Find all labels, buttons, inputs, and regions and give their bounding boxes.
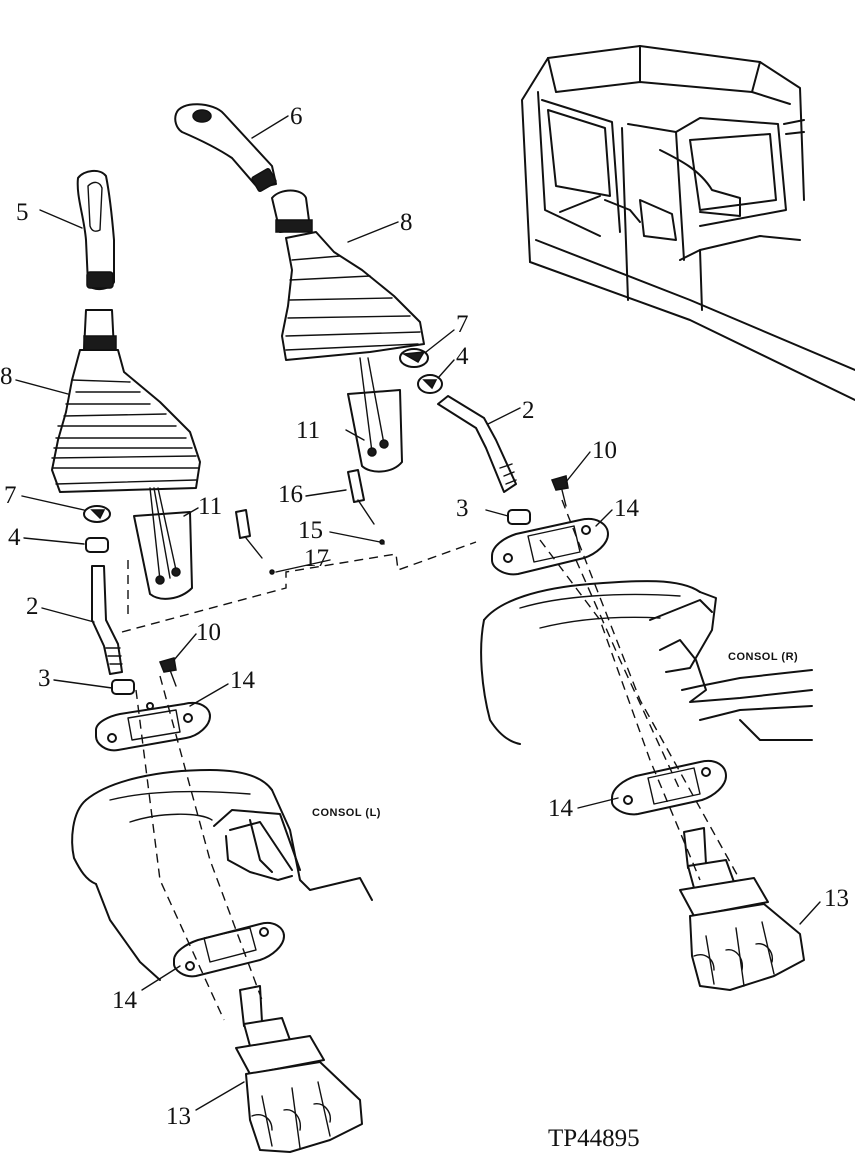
right-assembly-centerline: [539, 539, 701, 881]
callout-right-14-upper: 14: [614, 495, 640, 522]
left-pilot-valve-13: [235, 985, 363, 1153]
callout-left-5: 5: [16, 199, 29, 226]
callout-left-10: 10: [196, 619, 221, 646]
console-right-label: CONSOL (R): [728, 651, 798, 663]
callout-left-3: 3: [38, 665, 51, 692]
callout-left-2: 2: [26, 593, 39, 620]
right-rubber-boot: [281, 231, 425, 361]
callout-right-10: 10: [592, 437, 617, 464]
left-mount-plate-upper: [95, 702, 211, 752]
middle-switch-16: [347, 469, 375, 525]
callout-right-8: 8: [400, 209, 413, 236]
left-bolt-centerline: [159, 675, 263, 1001]
callout-left-11: 11: [198, 493, 222, 520]
right-ring-7: [399, 348, 429, 368]
callout-right-2: 2: [522, 397, 535, 424]
right-screw-10: [550, 475, 569, 507]
callout-left-13: 13: [166, 1103, 191, 1130]
callout-left-14-lower: 14: [112, 987, 138, 1014]
middle-wire-17-path: [121, 541, 477, 633]
left-nut-4: [85, 537, 109, 553]
console-left-label: CONSOL (L): [312, 807, 381, 819]
callout-mid-17: 17: [304, 545, 329, 572]
callout-right-3: 3: [456, 495, 469, 522]
left-cup-with-cables: [133, 487, 193, 600]
callout-right-13: 13: [824, 885, 849, 912]
left-handle-grip: [76, 170, 115, 290]
callout-right-6: 6: [290, 103, 303, 130]
right-handle-6: [174, 103, 277, 192]
cab-inset-illustration: [521, 45, 855, 401]
left-nut-3: [111, 679, 135, 695]
callout-left-14-upper: 14: [230, 667, 256, 694]
right-bolt-centerline: [561, 499, 741, 881]
right-lever-rod: [271, 189, 313, 233]
left-ring-7: [83, 505, 111, 523]
callout-right-7: 7: [456, 311, 469, 338]
right-plate-centerline: [575, 559, 681, 791]
callout-left-7: 7: [4, 482, 17, 509]
right-console-body: [480, 580, 813, 745]
callout-leader-lines: [15, 115, 821, 1111]
right-cup-with-cables: [347, 357, 403, 473]
left-assembly-centerline: [127, 560, 225, 1021]
callout-mid-11: 11: [296, 417, 320, 444]
right-nut-4: [417, 374, 443, 394]
left-console-body: [71, 769, 373, 981]
left-lever-rod: [83, 309, 117, 351]
figure-id: TP44895: [548, 1125, 640, 1152]
left-mount-plate-lower: [173, 922, 285, 978]
left-rubber-boot: [51, 349, 201, 493]
callout-right-4: 4: [456, 343, 469, 370]
right-nut-3: [507, 509, 531, 525]
right-mount-plate-lower: [611, 760, 727, 816]
callout-mid-15: 15: [298, 517, 323, 544]
callout-right-14-lower: 14: [548, 795, 574, 822]
callout-left-8: 8: [0, 363, 13, 390]
callout-left-4: 4: [8, 524, 21, 551]
left-screw-10: [158, 657, 177, 687]
right-pilot-valve-13: [679, 827, 805, 991]
middle-pin-15b-dot: [269, 569, 275, 575]
right-tube-2: [437, 395, 517, 493]
middle-switch-16-left: [235, 509, 263, 559]
callout-mid-16: 16: [278, 481, 303, 508]
right-mount-plate-upper: [491, 518, 609, 576]
left-tube-2: [91, 565, 123, 675]
